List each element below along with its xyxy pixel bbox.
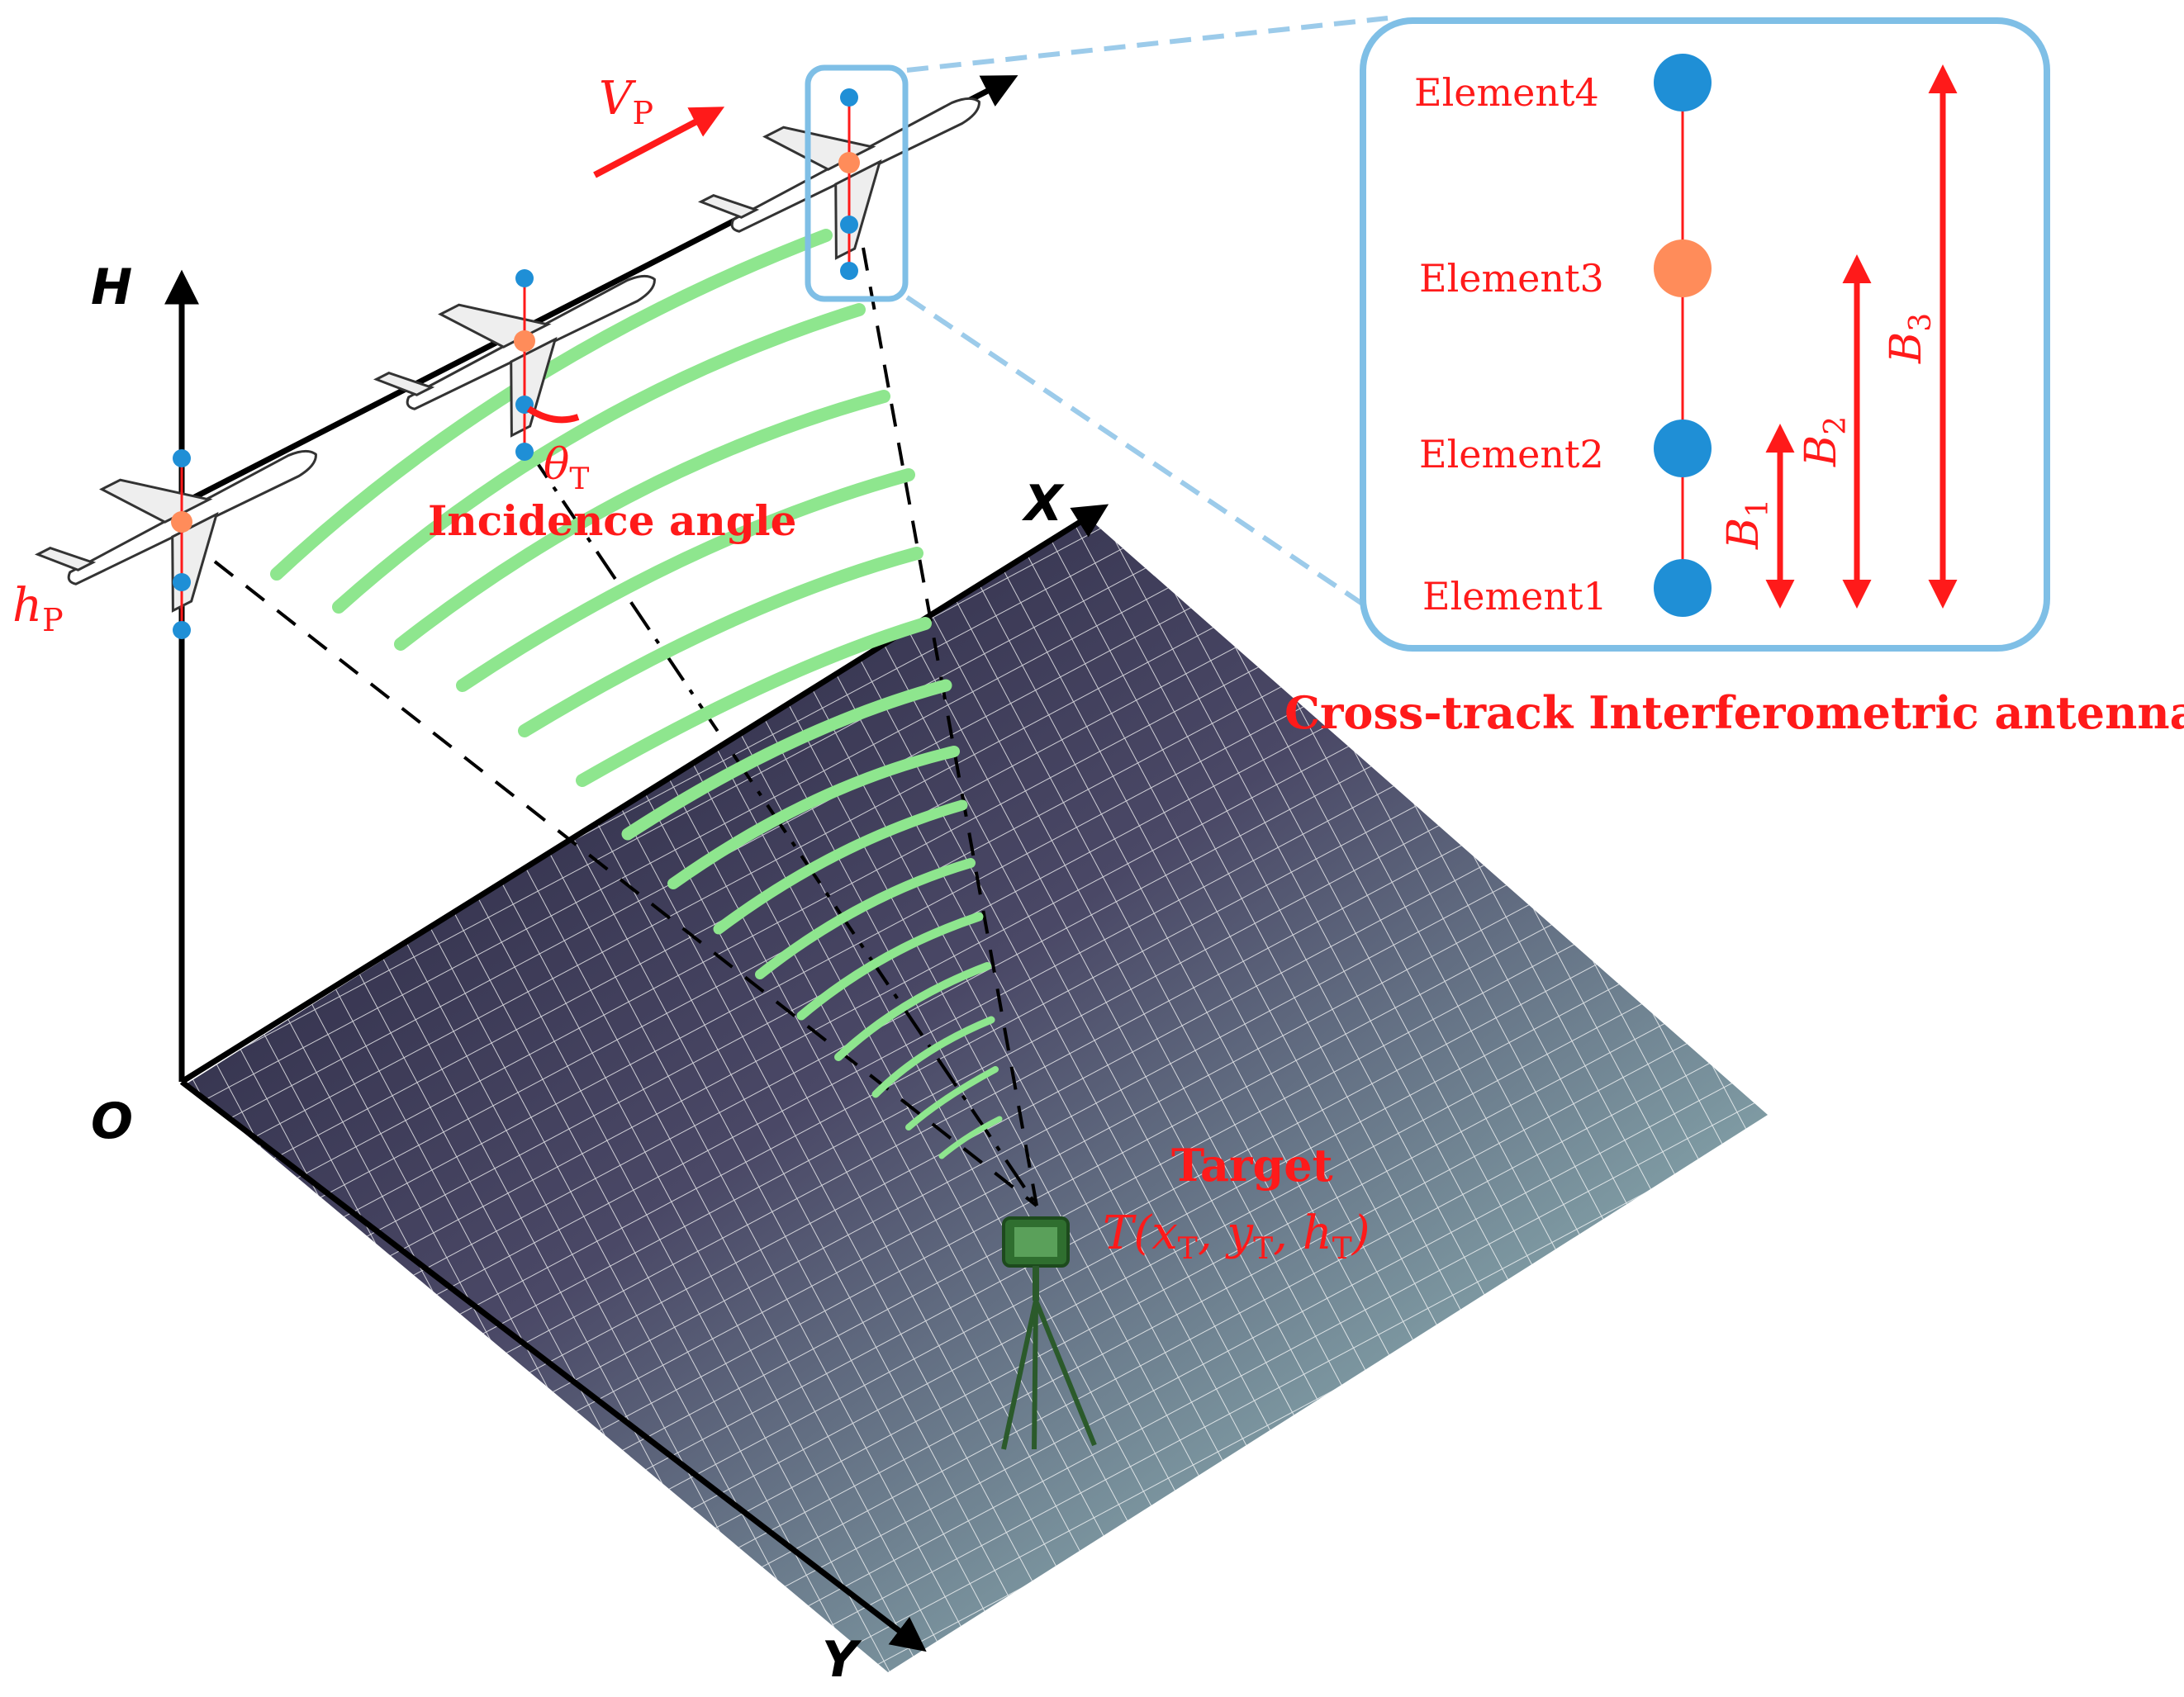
wavefront [713, 799, 968, 935]
incidence-angle-label: Incidence angle [428, 496, 796, 545]
y-axis-label: Y [822, 1631, 862, 1689]
target-icon [1001, 1216, 1097, 1450]
incidence-angle-symbol: θT [544, 440, 589, 496]
velocity-arrow [593, 107, 725, 178]
velocity-symbol: V [599, 72, 637, 126]
element4-dot [1654, 54, 1712, 111]
wavefront [796, 912, 984, 1021]
antenna-caption: Cross-track Interferometric antenna [1284, 686, 2184, 739]
incidence-angle-subscript: T [569, 462, 589, 496]
terrain-surface [186, 516, 1768, 1672]
h-axis-label: H [91, 258, 132, 316]
wavefront [456, 468, 915, 692]
baseline-b1-label: B1 [1719, 499, 1775, 550]
element3-label: Element3 [1419, 256, 1604, 301]
wavefront [621, 679, 952, 841]
velocity-subscript: P [632, 95, 653, 131]
beam-edges [213, 247, 1038, 1207]
wavefront [755, 858, 976, 979]
wavefront [667, 746, 960, 889]
element1-dot [1654, 559, 1712, 617]
wavefront [938, 1116, 1003, 1159]
baseline-b3-label: B3 [1882, 313, 1938, 364]
baseline-b2-label: B2 [1797, 416, 1853, 467]
element2-label: Element2 [1419, 432, 1604, 476]
incidence-angle-arc [526, 405, 580, 424]
callout-connectors [905, 16, 1389, 609]
antenna-array-left [171, 449, 192, 639]
antenna-array-middle [514, 269, 535, 461]
element3-dot [1654, 239, 1712, 297]
beam-edge-left [213, 560, 1038, 1207]
wavefront [834, 962, 991, 1061]
radar-wavefronts [270, 229, 1003, 1159]
wavefront [394, 390, 890, 651]
y-axis-line [179, 1079, 927, 1652]
element4-label: Element4 [1414, 70, 1599, 115]
wavefront [905, 1066, 999, 1131]
altitude-subscript: P [42, 602, 64, 638]
beam-edge-right [862, 247, 1038, 1206]
altitude-label: hP [12, 579, 64, 638]
wavefront [518, 547, 923, 737]
wavefront [576, 617, 932, 787]
target-title: Target [1171, 1139, 1333, 1192]
element2-dot [1654, 420, 1712, 477]
antenna-array-right [838, 88, 860, 280]
beam-center-line [527, 448, 1038, 1207]
x-axis-line [180, 504, 1109, 1084]
origin-label: O [91, 1093, 133, 1150]
velocity-label: VP [599, 72, 653, 131]
x-axis-label: X [1021, 475, 1065, 533]
target-coordinates: T(xT, yT, hT) [1103, 1206, 1370, 1266]
antenna-detail-callout: Element4 Element3 Element2 Element1 B1 B… [1360, 17, 2050, 652]
altitude-symbol: h [12, 579, 42, 633]
element1-label: Element1 [1422, 574, 1607, 619]
antenna-highlight-box [805, 64, 909, 302]
callout-frame [1360, 17, 2050, 652]
wavefront [332, 303, 866, 614]
wavefront [871, 1016, 995, 1098]
